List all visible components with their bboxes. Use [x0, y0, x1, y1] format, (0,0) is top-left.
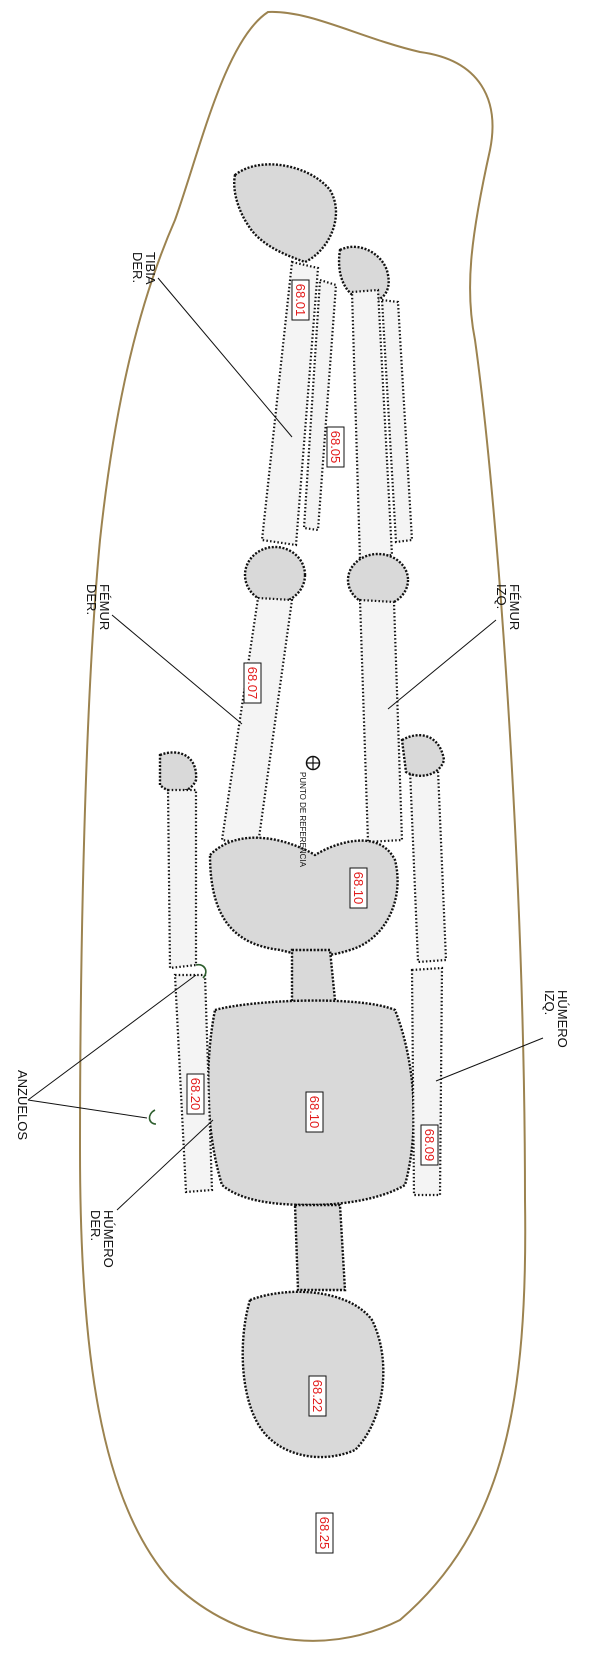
label-tibia-der-line2: DER. [130, 252, 145, 283]
label-humero-der-line2: DER. [88, 1210, 103, 1241]
cervical-spine [295, 1205, 345, 1290]
elevation-value: 68.25 [317, 1517, 332, 1550]
elevation-tag-skull: 68.22 [309, 1376, 326, 1416]
right-forearm [168, 790, 196, 968]
label-tibia-der: TIBIA DER. [130, 252, 158, 285]
leader-femur-izq [388, 620, 496, 709]
left-knee [348, 554, 408, 606]
elevation-tag-femur-der: 68.07 [244, 663, 261, 703]
elevation-tag-tibia-der: 68.01 [292, 280, 309, 320]
elevation-value: 68.22 [310, 1380, 325, 1413]
elevation-tag-pit-bottom: 68.25 [316, 1513, 333, 1553]
leader-femur-der [112, 615, 242, 724]
elevation-value: 68.01 [293, 284, 308, 317]
crosshair-circle-icon [306, 756, 320, 770]
left-forearm [410, 770, 446, 962]
leader-anzuelos-1 [28, 975, 196, 1100]
left-hand [402, 735, 444, 776]
right-foot [234, 164, 336, 262]
label-femur-izq-line2: IZQ. [494, 584, 509, 609]
elevation-value: 68.10 [307, 1096, 322, 1129]
label-femur-der: FÉMUR DER. [84, 584, 112, 630]
elevation-tag-legs: 68.05 [327, 427, 344, 467]
reference-point-label: PUNTO DE REFERENCIA [298, 772, 307, 868]
label-femur-der-line2: DER. [84, 584, 99, 615]
label-femur-izq: FÉMUR IZQ. [494, 584, 522, 630]
hook-icon [149, 1110, 156, 1124]
leader-humero-izq [436, 1038, 543, 1081]
label-anzuelos: ANZUELOS [15, 1070, 30, 1140]
leader-tibia-der [158, 278, 292, 437]
elevation-tag-humero-izq: 68.09 [421, 1125, 438, 1165]
label-humero-izq: HÚMERO IZQ. [542, 990, 570, 1048]
elevation-value: 68.20 [188, 1078, 203, 1111]
right-hand [160, 752, 196, 792]
skull [243, 1292, 384, 1457]
left-femur [360, 600, 402, 842]
elevation-tag-thorax: 68.10 [306, 1092, 323, 1132]
label-humero-izq-line2: IZQ. [542, 990, 557, 1015]
elevation-tag-humero-der: 68.20 [187, 1074, 204, 1114]
right-knee [245, 547, 305, 603]
elevation-value: 68.09 [422, 1129, 437, 1162]
right-femur [222, 598, 292, 845]
label-humero-der: HÚMERO DER. [88, 1210, 116, 1268]
elevation-value: 68.05 [328, 431, 343, 464]
elevation-tag-pelvis: 68.10 [350, 868, 367, 908]
elevation-value: 68.10 [351, 872, 366, 905]
leader-anzuelos-2 [28, 1100, 147, 1118]
elevation-value: 68.07 [245, 667, 260, 700]
